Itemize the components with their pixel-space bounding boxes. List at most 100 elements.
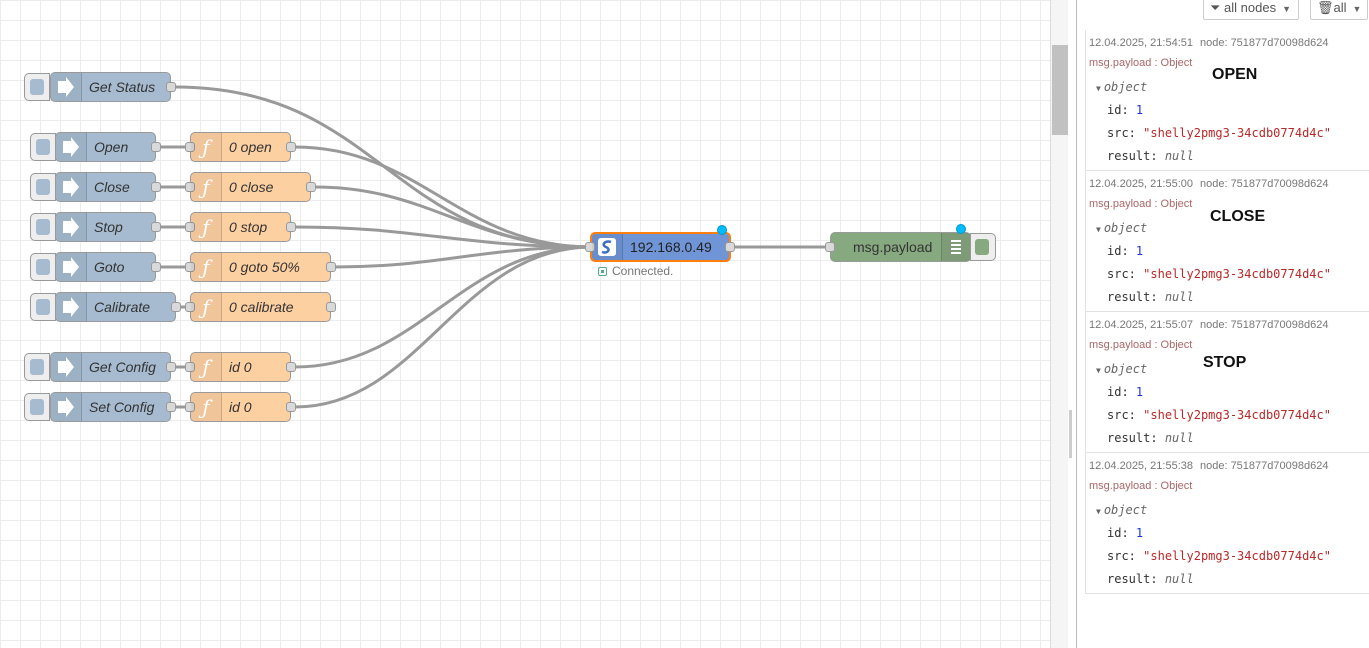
prop-result: result: null [1107, 149, 1194, 163]
object-expander[interactable]: ▼object [1096, 503, 1148, 517]
websocket-node-label: 192.168.0.49 [630, 239, 712, 255]
input-port[interactable] [185, 142, 195, 152]
function-node-get-config[interactable]: ƒ id 0 [185, 352, 296, 382]
function-node-calibrate[interactable]: ƒ 0 calibrate [185, 292, 336, 322]
function-icon: ƒ [191, 353, 222, 381]
inject-node-get-status[interactable]: Get Status [50, 72, 176, 102]
output-port[interactable] [286, 362, 296, 372]
function-icon: ƒ [191, 133, 222, 161]
output-port[interactable] [326, 262, 336, 272]
function-node-close[interactable]: ƒ 0 close [185, 172, 316, 202]
caret-down-icon: ▼ [1096, 366, 1101, 375]
inject-button-get-config[interactable] [24, 353, 50, 381]
function-node-set-config[interactable]: ƒ id 0 [185, 392, 296, 422]
input-port[interactable] [185, 182, 195, 192]
workspace-scrollbar[interactable] [1050, 0, 1069, 648]
message-topic: msg.payload : Object [1089, 480, 1193, 492]
function-node-goto[interactable]: ƒ 0 goto 50% [185, 252, 336, 282]
wire-fn-open-ws [294, 145, 593, 249]
output-port[interactable] [151, 142, 161, 152]
inject-button-close[interactable] [30, 173, 56, 201]
function-node-stop[interactable]: ƒ 0 stop [185, 212, 296, 242]
websocket-icon [592, 234, 623, 260]
prop-id: id: 1 [1107, 244, 1144, 258]
input-port[interactable] [185, 362, 195, 372]
scrollbar-thumb[interactable] [1052, 45, 1068, 135]
inject-node-calibrate[interactable]: Calibrate [55, 292, 181, 322]
input-port[interactable] [185, 302, 195, 312]
input-port[interactable] [185, 402, 195, 412]
clear-messages-button[interactable]: 🗑all▼ [1310, 0, 1368, 20]
function-node-label: id 0 [229, 359, 252, 375]
output-port[interactable] [286, 402, 296, 412]
input-port[interactable] [185, 222, 195, 232]
inject-node-set-config[interactable]: Set Config [50, 392, 176, 422]
message-node-link[interactable]: node: 751877d70098d624 [1199, 37, 1329, 49]
output-port[interactable] [326, 302, 336, 312]
input-port[interactable] [585, 242, 595, 252]
caret-down-icon: ▼ [1096, 225, 1101, 234]
input-port[interactable] [825, 242, 835, 252]
prop-src: src: "shelly2pmg3-34cdb0774d4c" [1107, 549, 1331, 563]
output-port[interactable] [725, 242, 735, 252]
inject-button-stop[interactable] [30, 213, 56, 241]
message-node-link[interactable]: node: 751877d70098d624 [1199, 178, 1329, 190]
inject-arrow-icon [56, 253, 87, 281]
object-expander[interactable]: ▼object [1096, 221, 1148, 235]
debug-list-icon [941, 233, 970, 261]
sidebar-resize-handle[interactable] [1069, 410, 1072, 458]
websocket-node[interactable]: 192.168.0.49 [585, 225, 735, 262]
output-port[interactable] [151, 182, 161, 192]
wire-fn-getconfig-ws [294, 245, 593, 369]
changed-indicator [956, 224, 966, 234]
output-port[interactable] [306, 182, 316, 192]
inject-node-stop[interactable]: Stop [55, 212, 161, 242]
inject-node-close[interactable]: Close [55, 172, 161, 202]
message-node-link[interactable]: node: 751877d70098d624 [1199, 460, 1329, 472]
object-expander[interactable]: ▼object [1096, 362, 1148, 376]
filter-nodes-button[interactable]: ⏷ all nodes▼ [1203, 0, 1299, 20]
inject-node-get-config[interactable]: Get Config [50, 352, 176, 382]
object-expander[interactable]: ▼object [1096, 80, 1148, 94]
message-topic: msg.payload : Object [1089, 339, 1193, 351]
output-port[interactable] [151, 262, 161, 272]
output-port[interactable] [166, 362, 176, 372]
output-port[interactable] [151, 222, 161, 232]
changed-indicator [717, 225, 727, 235]
wire-fn-close-ws [314, 185, 593, 249]
input-port[interactable] [185, 262, 195, 272]
function-icon: ƒ [191, 293, 222, 321]
websocket-status-text: Connected. [612, 264, 674, 278]
inject-node-label: Get Config [89, 359, 156, 375]
inject-button-get-status[interactable] [24, 73, 50, 101]
flow-workspace[interactable]: Get Status Open Close Stop Goto Calibrat… [0, 0, 1050, 648]
annotation-label: STOP [1203, 354, 1247, 371]
chevron-down-icon: ▼ [1282, 4, 1291, 14]
output-port[interactable] [166, 402, 176, 412]
inject-button-open[interactable] [30, 133, 56, 161]
inject-arrow-icon [56, 293, 87, 321]
message-topic: msg.payload : Object [1089, 198, 1193, 210]
output-port[interactable] [171, 302, 181, 312]
prop-result: result: null [1107, 290, 1194, 304]
inject-button-goto[interactable] [30, 253, 56, 281]
output-port[interactable] [286, 142, 296, 152]
function-node-label: 0 close [229, 179, 274, 195]
inject-button-set-config[interactable] [24, 393, 50, 421]
function-node-open[interactable]: ƒ 0 open [185, 132, 296, 162]
debug-node[interactable]: msg.payload [825, 224, 971, 262]
output-port[interactable] [286, 222, 296, 232]
message-node-link[interactable]: node: 751877d70098d624 [1199, 319, 1329, 331]
debug-toggle-button[interactable] [970, 233, 996, 261]
inject-node-open[interactable]: Open [55, 132, 161, 162]
websocket-status: Connected. [598, 264, 673, 278]
inject-node-goto[interactable]: Goto [55, 252, 161, 282]
output-port[interactable] [166, 82, 176, 92]
inject-button-calibrate[interactable] [30, 293, 56, 321]
